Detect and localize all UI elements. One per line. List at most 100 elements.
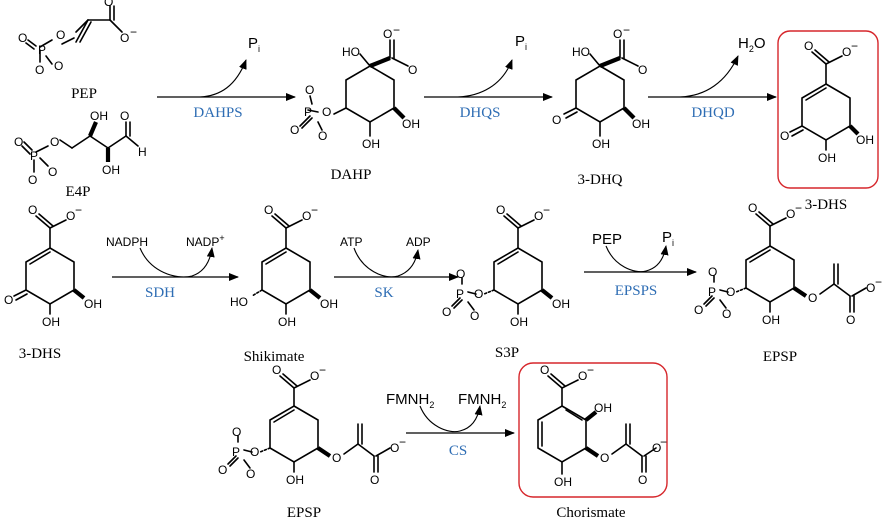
highlight-box-dhs	[777, 30, 879, 189]
shik-oh2: OH	[320, 297, 338, 311]
enzyme-dhqd: DHQD	[691, 105, 734, 121]
pep-structure: O P O O O O O −	[18, 0, 137, 77]
dahp-p: P	[304, 105, 312, 119]
s3p-carboxyl-o: O	[496, 203, 505, 217]
epsp3-o-ester: O	[250, 445, 259, 459]
epsp3-o-minus1: O	[232, 425, 241, 439]
s3p-minus: −	[543, 203, 550, 217]
dahp-carboxyl-o2: O	[408, 63, 417, 77]
enzyme-sdh: SDH	[145, 285, 175, 301]
s3p-p: P	[456, 287, 464, 301]
dhq-keto-o: O	[552, 113, 561, 127]
dhs-top-minus: −	[851, 39, 858, 53]
label-e4p: E4P	[65, 184, 90, 200]
enzyme-dhqs: DHQS	[460, 105, 501, 121]
s3p-carboxyl-ominus: O	[534, 209, 543, 223]
epsp3-carboxyl-o: O	[272, 363, 281, 377]
e4p-oh2: OH	[102, 163, 120, 177]
epsp2-o-minus1: O	[708, 265, 717, 279]
label-dhs-top: 3-DHS	[805, 197, 848, 213]
label-dhq: 3-DHQ	[578, 172, 623, 188]
dhs2-carboxyl-ominus: O	[66, 209, 75, 223]
epsp-row2-structure: O O − O P O O O OH O O O −	[694, 201, 882, 327]
pep-minus: −	[130, 25, 137, 39]
e4p-o-double: O	[14, 135, 23, 149]
dhs2-oh1: OH	[42, 315, 60, 329]
cof-cs-in: FMNH2	[386, 391, 434, 410]
dhs2-oh2: OH	[84, 297, 102, 311]
chor-oh2: OH	[554, 475, 572, 489]
dahp-minus: −	[393, 23, 400, 37]
chor-carboxyl-ominus: O	[578, 369, 587, 383]
enzyme-sk: SK	[374, 285, 393, 301]
enzyme-cs: CS	[449, 443, 467, 459]
cof-epsps-out: Pi	[662, 229, 674, 248]
epsp3-o-minus2: O	[246, 467, 255, 481]
e4p-o-minus2: O	[48, 165, 57, 179]
epsp3-o-double: O	[218, 463, 227, 477]
epsp3-vinyl-minus: −	[399, 435, 406, 449]
dahp-structure: HO O − O O P O O O OH OH	[290, 23, 420, 151]
cof-dhqs-out: Pi	[515, 33, 527, 52]
label-chorismate: Chorismate	[556, 505, 625, 521]
pep-carboxyl-ominus: O	[120, 31, 129, 45]
dahp-o-minus2: O	[318, 129, 327, 143]
dahp-oh2: OH	[402, 117, 420, 131]
s3p-o-ester: O	[474, 287, 483, 301]
dhq-oh1: OH	[592, 137, 610, 151]
pep-o-double: O	[18, 31, 27, 45]
chor-oh1: OH	[594, 401, 612, 415]
cof-sk-in: ATP	[340, 235, 362, 249]
pep-o-minus1: O	[35, 63, 44, 77]
dahp-o-ester: O	[322, 105, 331, 119]
label-epsp-row3: EPSP	[287, 505, 321, 521]
epsp2-vinyl-ominus: O	[866, 281, 875, 295]
s3p-o-minus2: O	[470, 309, 479, 323]
label-pep: PEP	[71, 86, 97, 102]
dhs-top-carboxyl-ominus: O	[842, 45, 851, 59]
curve-cs	[419, 405, 483, 433]
dahp-ho: HO	[342, 45, 360, 59]
highlight-box-chorismate	[518, 362, 668, 498]
dhs-top-structure: O O − O OH OH	[780, 39, 874, 165]
dhs-top-carboxyl-o: O	[804, 39, 813, 53]
e4p-aldehyde-h: H	[138, 145, 147, 159]
e4p-o-minus1: O	[28, 173, 37, 187]
s3p-structure: O O − O P O O O OH OH	[442, 203, 570, 329]
epsp-row3-structure: O O − O P O O O OH O O O −	[218, 363, 406, 487]
curve-sdh	[139, 247, 215, 278]
shik-ho: HO	[230, 295, 248, 309]
epsp3-minus: −	[319, 363, 326, 377]
dhs-top-oh2: OH	[856, 133, 874, 147]
curve-sk	[353, 247, 421, 278]
dahp-carboxyl-o: O	[383, 27, 392, 41]
epsp2-oh: OH	[762, 313, 780, 327]
chor-minus: −	[587, 363, 594, 377]
label-dahp: DAHP	[331, 167, 372, 183]
dahp-o-minus1: O	[305, 83, 314, 97]
shikimate-structure: O O − HO OH OH	[230, 203, 338, 329]
pep-o-minus2: O	[54, 59, 63, 73]
label-epsp-row2: EPSP	[763, 349, 797, 365]
epsp2-carboxyl-ominus: O	[786, 207, 795, 221]
cof-sdh-in: NADPH	[106, 235, 148, 249]
chor-vinyl-o: O	[638, 473, 647, 487]
enzyme-dahps: DAHPS	[193, 105, 242, 121]
epsp3-oh: OH	[286, 473, 304, 487]
e4p-p: P	[30, 149, 38, 163]
dhq-ho: HO	[572, 45, 590, 59]
epsp3-p: P	[232, 445, 240, 459]
chorismate-structure: O O − OH O OH O O −	[537, 363, 667, 489]
epsp2-carboxyl-o: O	[748, 201, 757, 215]
cof-epsps-in: PEP	[592, 231, 622, 248]
dhs-row2-structure: O O − O OH OH	[4, 203, 102, 329]
curve-dhqd	[679, 55, 739, 98]
dhq-oh2: OH	[632, 117, 650, 131]
dahp-o-double: O	[290, 123, 299, 137]
curve-dahps	[199, 59, 247, 98]
dhs-top-oh1: OH	[818, 151, 836, 165]
e4p-o-ester: O	[50, 135, 59, 149]
e4p-oh1: OH	[90, 109, 108, 123]
epsp2-o-ester: O	[726, 285, 735, 299]
